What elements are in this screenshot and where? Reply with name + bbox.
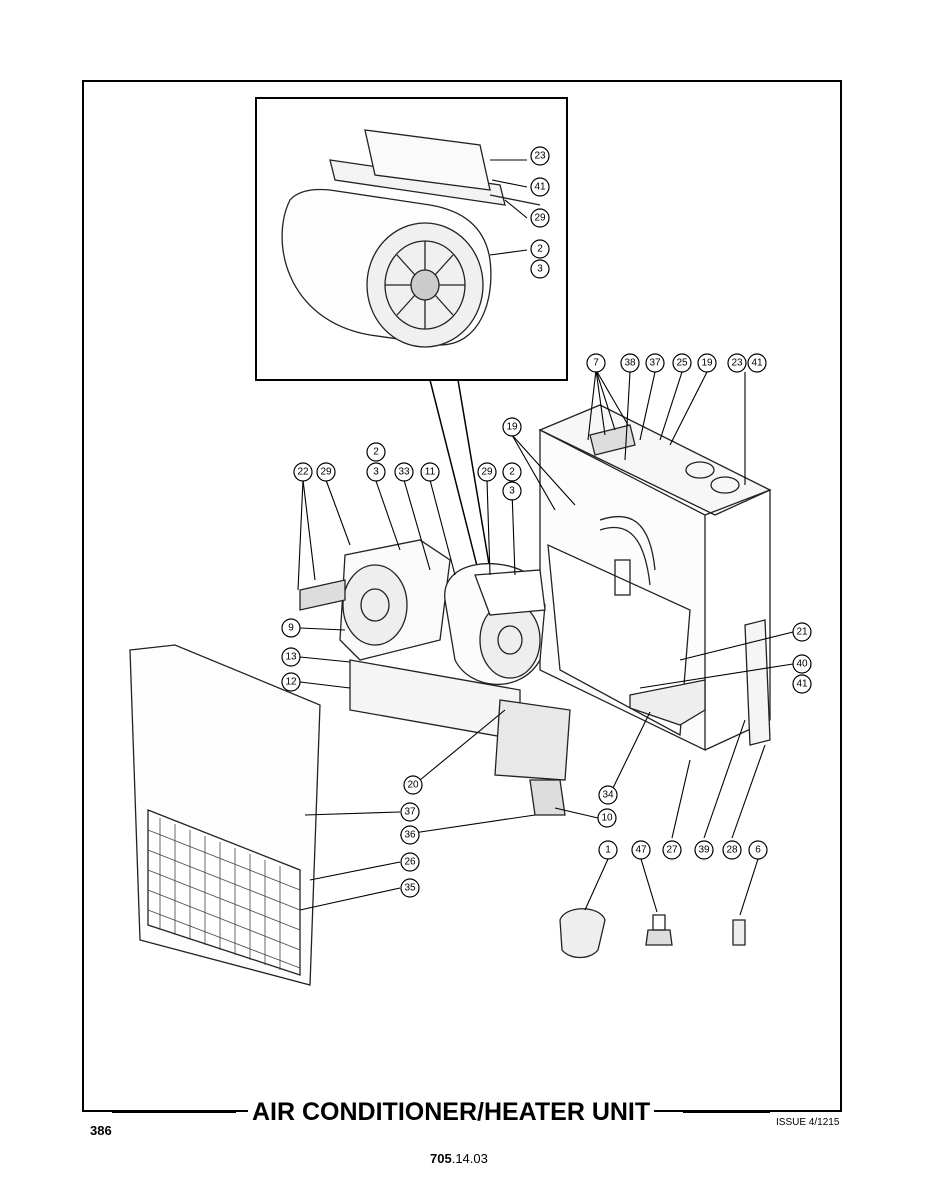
callout-41: 41 xyxy=(747,353,767,373)
svg-text:10: 10 xyxy=(601,813,613,824)
svg-text:26: 26 xyxy=(404,857,416,868)
callout-inset-2: 2 xyxy=(530,239,550,259)
svg-text:22: 22 xyxy=(297,467,309,478)
inset-box xyxy=(255,97,568,381)
callout-inset-23: 23 xyxy=(530,146,550,166)
housing-drawing xyxy=(538,404,772,752)
callout-47: 47 xyxy=(631,840,651,860)
svg-text:25: 25 xyxy=(676,358,688,369)
callout-35: 35 xyxy=(400,878,420,898)
inset-callouts: 23 41 29 2 3 xyxy=(530,146,550,279)
svg-text:23: 23 xyxy=(731,358,743,369)
callout-29b: 29 xyxy=(477,462,497,482)
callout-11: 11 xyxy=(420,462,440,482)
leader-lines xyxy=(297,159,794,916)
callout-39: 39 xyxy=(694,840,714,860)
callout-2b: 2 xyxy=(502,462,522,482)
callout-25: 25 xyxy=(672,353,692,373)
blower-assembly-drawing xyxy=(299,539,571,816)
svg-text:36: 36 xyxy=(404,830,416,841)
svg-text:29: 29 xyxy=(320,467,332,478)
callout-34: 34 xyxy=(598,785,618,805)
callout-26: 26 xyxy=(400,852,420,872)
svg-text:37: 37 xyxy=(649,358,661,369)
svg-text:13: 13 xyxy=(285,652,297,663)
callout-12: 12 xyxy=(281,672,301,692)
svg-text:23: 23 xyxy=(534,151,546,162)
callout-41b: 41 xyxy=(792,674,812,694)
callout-21: 21 xyxy=(792,622,812,642)
small-parts-drawing xyxy=(559,908,746,959)
svg-text:40: 40 xyxy=(796,659,808,670)
callout-inset-29: 29 xyxy=(530,208,550,228)
svg-text:1: 1 xyxy=(605,845,611,856)
svg-text:12: 12 xyxy=(285,677,297,688)
callout-37b: 37 xyxy=(400,802,420,822)
callout-19b: 19 xyxy=(502,417,522,437)
svg-text:41: 41 xyxy=(796,679,808,690)
svg-text:35: 35 xyxy=(404,883,416,894)
svg-text:2: 2 xyxy=(373,447,379,458)
svg-text:39: 39 xyxy=(698,845,710,856)
svg-text:19: 19 xyxy=(701,358,713,369)
svg-text:7: 7 xyxy=(593,358,599,369)
svg-text:38: 38 xyxy=(624,358,636,369)
callout-27: 27 xyxy=(662,840,682,860)
callout-20: 20 xyxy=(403,775,423,795)
callout-inset-41: 41 xyxy=(530,177,550,197)
svg-text:47: 47 xyxy=(635,845,647,856)
callout-3b: 3 xyxy=(502,481,522,501)
svg-text:3: 3 xyxy=(509,486,515,497)
main-callouts: 7 38 37 25 19 23 41 19 2 3 22 29 33 11 2… xyxy=(281,353,812,898)
page-number: 386 xyxy=(90,1123,112,1138)
svg-text:2: 2 xyxy=(509,467,515,478)
doc-code-bold: 705 xyxy=(430,1151,452,1166)
issue-label: ISSUE 4/1215 xyxy=(776,1117,840,1128)
callout-22: 22 xyxy=(293,462,313,482)
svg-text:11: 11 xyxy=(425,467,436,478)
svg-text:34: 34 xyxy=(602,790,614,801)
callout-1: 1 xyxy=(598,840,618,860)
page-title: AIR CONDITIONER/HEATER UNIT xyxy=(248,1096,655,1128)
callout-38: 38 xyxy=(620,353,640,373)
callout-37: 37 xyxy=(645,353,665,373)
svg-text:19: 19 xyxy=(506,422,518,433)
svg-text:20: 20 xyxy=(407,780,419,791)
callout-36: 36 xyxy=(400,825,420,845)
callout-2a: 2 xyxy=(366,442,386,462)
callout-13: 13 xyxy=(281,647,301,667)
callout-40: 40 xyxy=(792,654,812,674)
callout-28: 28 xyxy=(722,840,742,860)
svg-text:41: 41 xyxy=(751,358,763,369)
callout-10: 10 xyxy=(597,808,617,828)
callout-7: 7 xyxy=(586,353,606,373)
grille-panel-drawing xyxy=(129,644,321,986)
svg-text:3: 3 xyxy=(537,264,543,275)
callout-23: 23 xyxy=(727,353,747,373)
svg-text:29: 29 xyxy=(534,213,546,224)
callout-3a: 3 xyxy=(366,462,386,482)
svg-text:28: 28 xyxy=(726,845,738,856)
svg-text:37: 37 xyxy=(404,807,416,818)
svg-text:33: 33 xyxy=(398,467,410,478)
doc-code: 705.14.03 xyxy=(430,1151,488,1166)
svg-text:27: 27 xyxy=(666,845,678,856)
callout-6: 6 xyxy=(748,840,768,860)
svg-text:2: 2 xyxy=(537,244,543,255)
callout-33: 33 xyxy=(394,462,414,482)
callout-inset-3: 3 xyxy=(530,259,550,279)
inset-blower-drawing xyxy=(281,129,541,348)
callout-29a: 29 xyxy=(316,462,336,482)
svg-text:6: 6 xyxy=(755,845,761,856)
callout-19: 19 xyxy=(697,353,717,373)
svg-text:29: 29 xyxy=(481,467,493,478)
svg-text:41: 41 xyxy=(534,182,546,193)
svg-text:9: 9 xyxy=(288,623,294,634)
svg-text:21: 21 xyxy=(796,627,808,638)
svg-text:3: 3 xyxy=(373,467,379,478)
callout-9: 9 xyxy=(281,618,301,638)
doc-code-rest: .14.03 xyxy=(451,1151,488,1166)
